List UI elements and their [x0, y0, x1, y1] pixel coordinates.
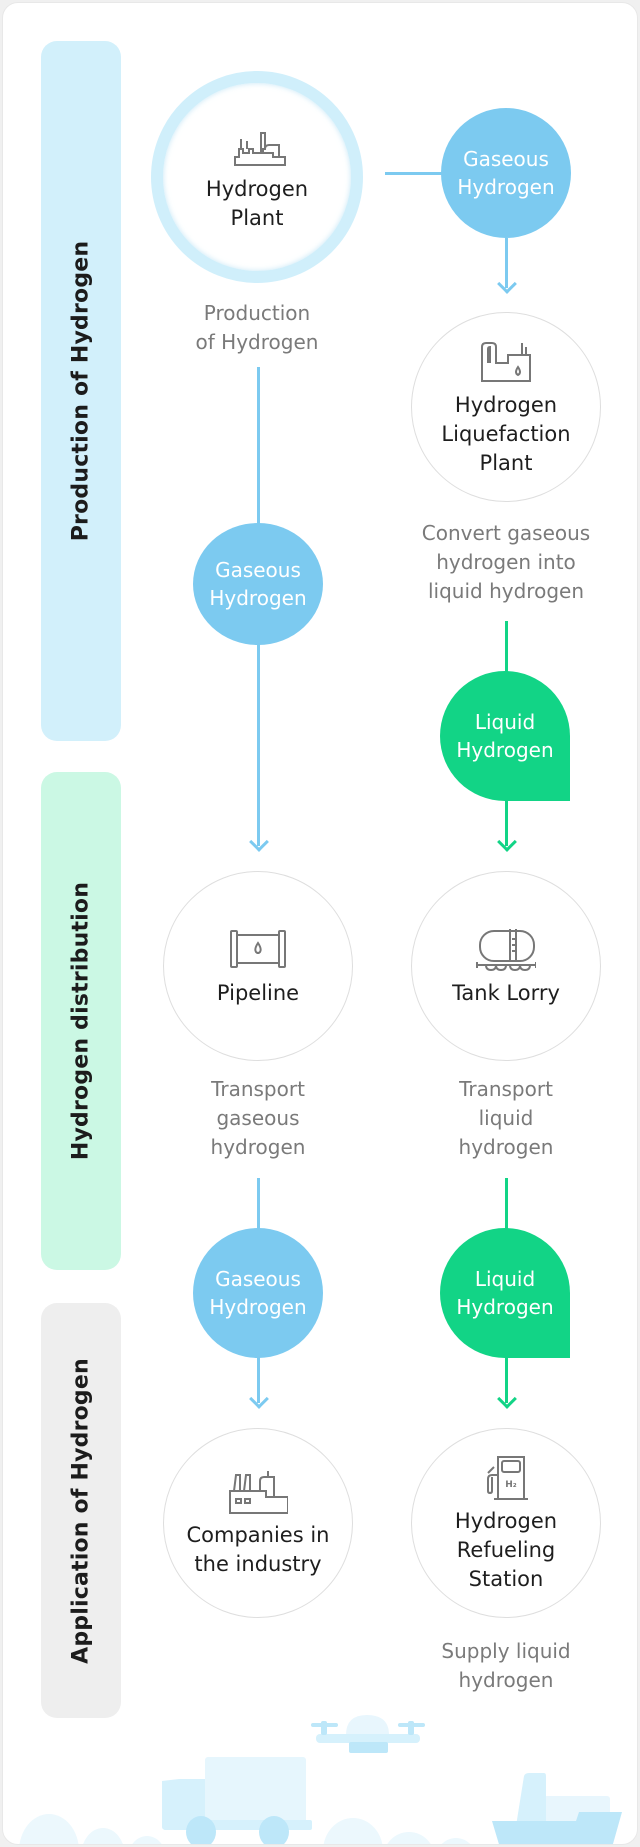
connector-line — [505, 800, 508, 846]
bubble-text: Hydrogen — [209, 1295, 307, 1319]
fuel-pump-icon: H₂ — [487, 1455, 528, 1500]
bubble-text: Liquid — [474, 1267, 536, 1291]
bubble-text: Hydrogen — [456, 1295, 554, 1319]
desc-line: Supply liquid — [441, 1639, 571, 1663]
node-title: Refueling — [456, 1537, 556, 1562]
node-title: Hydrogen — [454, 1508, 558, 1533]
bubble-text: Gaseous — [463, 147, 549, 171]
desc-refueling-station: Supply liquid hydrogen — [396, 1637, 616, 1695]
liquefaction-plant-icon — [481, 341, 531, 382]
desc-line: gaseous — [216, 1106, 300, 1130]
connector-line — [505, 621, 508, 673]
truck-icon — [162, 1757, 312, 1844]
desc-line: Production — [203, 301, 311, 325]
section-distribution: Hydrogen distribution — [41, 772, 121, 1270]
arrow-down-icon — [497, 274, 517, 294]
section-production-label: Production of Hydrogen — [68, 240, 94, 542]
desc-line: hydrogen — [210, 1135, 306, 1159]
node-title: Plant — [479, 450, 533, 475]
node-title: Tank Lorry — [452, 980, 560, 1005]
desc-line: Convert gaseous — [421, 521, 591, 545]
bubble-text: Hydrogen — [457, 175, 555, 199]
section-application-label: Application of Hydrogen — [68, 1357, 94, 1664]
h2-label: H₂ — [505, 1480, 517, 1490]
arrow-down-icon — [497, 832, 517, 852]
node-title: Station — [468, 1566, 544, 1591]
industry-icon — [229, 1471, 288, 1514]
node-companies-in-industry: Companies in the industry — [163, 1428, 353, 1618]
node-pipeline: Pipeline — [163, 871, 353, 1061]
node-liquefaction-plant: Hydrogen Liquefaction Plant — [411, 312, 601, 502]
node-title: Companies in — [186, 1523, 330, 1547]
node-hydrogen-plant: Hydrogen Plant — [151, 71, 363, 283]
arrow-down-icon — [249, 1389, 269, 1409]
desc-liquefaction-plant: Convert gaseous hydrogen into liquid hyd… — [396, 519, 616, 606]
connector-line — [385, 172, 445, 175]
tank-lorry-icon — [476, 928, 536, 971]
desc-tank-lorry: Transport liquid hydrogen — [396, 1075, 616, 1162]
desc-line: hydrogen into — [436, 550, 576, 574]
cloud-shapes — [19, 1814, 471, 1844]
section-production: Production of Hydrogen — [41, 41, 121, 741]
transport-illustration — [19, 1715, 622, 1844]
section-distribution-label: Hydrogen distribution — [68, 881, 94, 1161]
bubble-text: Liquid — [474, 710, 536, 734]
pipeline-icon — [230, 929, 286, 968]
desc-line: Transport — [211, 1077, 305, 1101]
ship-icon — [492, 1773, 622, 1844]
connector-line — [257, 367, 260, 525]
connector-line — [257, 644, 260, 846]
arrow-down-icon — [249, 832, 269, 852]
connector-line — [505, 1357, 508, 1403]
drone-icon — [311, 1715, 425, 1753]
bubble-text: Gaseous — [215, 1267, 301, 1291]
node-title: Plant — [230, 206, 284, 230]
connector-line — [505, 1178, 508, 1230]
bubble-text: Gaseous — [215, 558, 301, 582]
bubble-text: Hydrogen — [456, 738, 554, 762]
desc-hydrogen-plant: Production of Hydrogen — [147, 299, 367, 357]
connector-line — [257, 1357, 260, 1403]
desc-line: hydrogen — [458, 1135, 554, 1159]
factory-icon — [234, 132, 286, 166]
desc-line: of Hydrogen — [195, 330, 319, 354]
node-title: Pipeline — [216, 980, 300, 1005]
node-title: Hydrogen — [205, 177, 309, 201]
bubble-text: Hydrogen — [209, 586, 307, 610]
node-title: Liquefaction — [441, 421, 571, 446]
desc-line: hydrogen — [458, 1668, 554, 1692]
desc-line: liquid — [478, 1106, 534, 1130]
node-tank-lorry: Tank Lorry — [411, 871, 601, 1061]
section-application: Application of Hydrogen — [41, 1303, 121, 1718]
node-title: the industry — [194, 1552, 322, 1576]
node-refueling-station: H₂ Hydrogen Refueling Station — [411, 1428, 601, 1618]
desc-line: liquid hydrogen — [428, 579, 584, 603]
desc-line: Transport — [459, 1077, 553, 1101]
node-title: Hydrogen — [454, 392, 558, 417]
connector-line — [505, 238, 508, 288]
connector-line — [257, 1178, 260, 1230]
desc-pipeline: Transport gaseous hydrogen — [148, 1075, 368, 1162]
arrow-down-icon — [497, 1389, 517, 1409]
